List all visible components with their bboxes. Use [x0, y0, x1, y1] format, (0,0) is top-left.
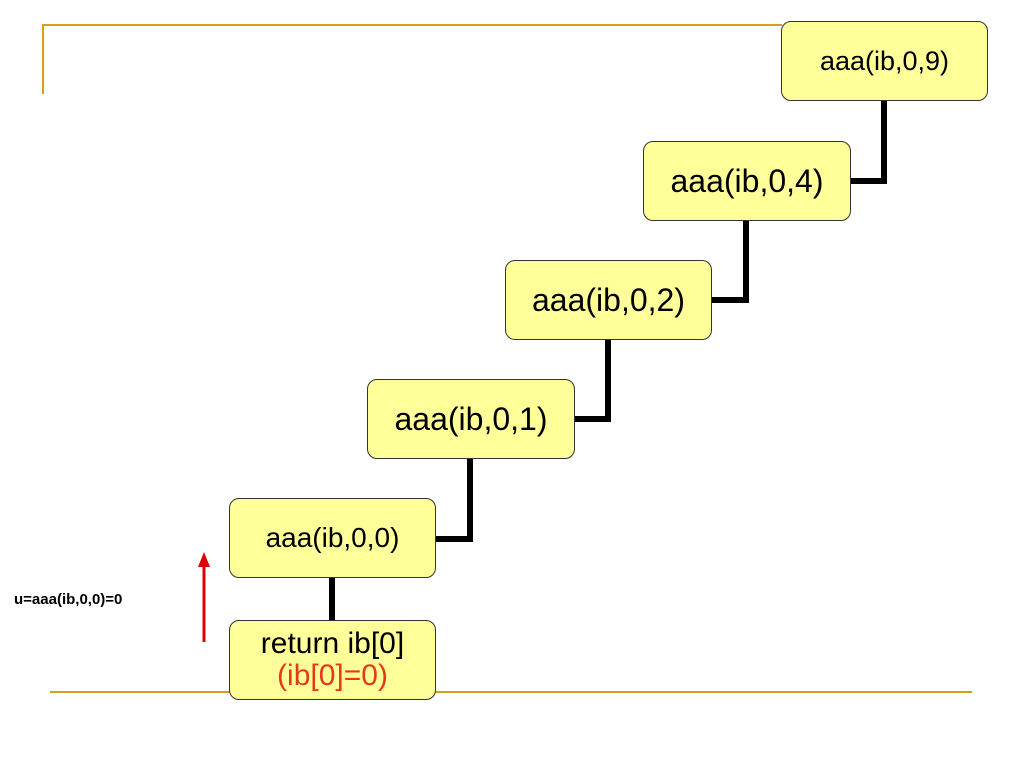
connector-h-2: [575, 416, 611, 422]
connector-h-3: [436, 536, 473, 542]
result-label: u=aaa(ib,0,0)=0: [14, 591, 123, 608]
call-label: aaa(ib,0,1): [394, 400, 548, 437]
connector-v-0: [881, 101, 887, 181]
left-rule: [42, 24, 44, 94]
connector-v-2: [605, 340, 611, 420]
call-label: aaa(ib,0,4): [670, 162, 824, 199]
connector-h-1: [712, 297, 749, 303]
base-case-return: return ib[0]: [260, 626, 405, 660]
return-arrow-icon: [198, 552, 210, 642]
call-box-4: aaa(ib,0,4): [643, 141, 851, 221]
connector-v-1: [743, 221, 749, 301]
call-box-9: aaa(ib,0,9): [781, 21, 988, 101]
call-label: aaa(ib,0,2): [532, 281, 685, 318]
connector-v-4: [329, 578, 335, 620]
base-case-value: (ib[0]=0): [277, 659, 388, 692]
call-box-0: aaa(ib,0,0): [229, 498, 436, 578]
connector-v-3: [467, 459, 473, 541]
top-rule: [42, 24, 782, 26]
call-label: aaa(ib,0,9): [819, 45, 950, 76]
bottom-rule: [50, 691, 972, 693]
call-label: aaa(ib,0,0): [265, 522, 400, 553]
call-box-1: aaa(ib,0,1): [367, 379, 575, 459]
connector-h-0: [851, 178, 887, 184]
call-box-2: aaa(ib,0,2): [505, 260, 712, 340]
base-case-box: return ib[0] (ib[0]=0): [229, 620, 436, 700]
